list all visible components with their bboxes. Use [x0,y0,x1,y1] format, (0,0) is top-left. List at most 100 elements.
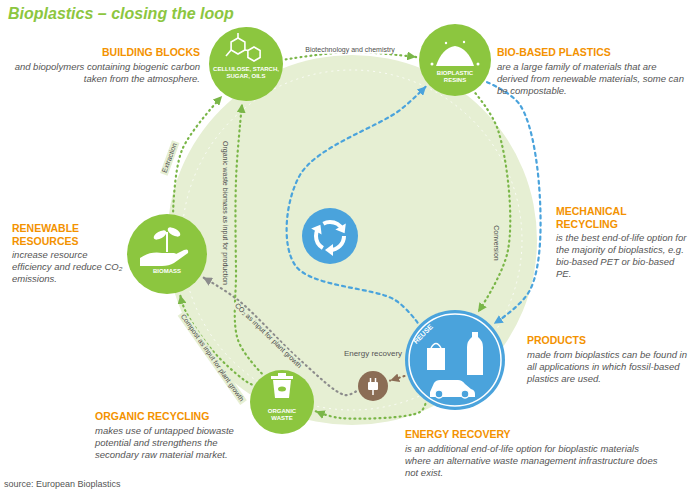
bin-icon [273,380,291,398]
hand-sprout-icon [140,225,188,266]
products-icon [435,390,443,398]
circle-label: ORGANIC WASTE [258,408,306,422]
description: makes use of untapped biowaste potential… [95,425,245,461]
resin-pile-icon [436,46,474,66]
flow-arrow [203,277,356,395]
circle-label: BIOPLASTIC RESINS [425,70,485,84]
bin-icon [271,376,293,379]
flow-arrow [286,52,416,59]
arrow-label: Extraction [160,140,180,176]
circle-shape [419,24,491,96]
loop-disc [167,55,537,425]
circle-shape [209,27,283,101]
molecule-icon [226,50,231,56]
description: is the best end-of-life option for the m… [556,232,688,280]
heading: ENERGY RECOVERY [405,428,667,441]
heading: MECHANICAL RECYCLING [556,205,666,230]
arrow-label: Biotechnology and chemistry [303,46,397,54]
heading: BUILDING BLOCKS [10,46,200,59]
circle-fill [358,371,388,401]
resin-pile-icon [477,63,480,66]
products-icon [461,390,469,398]
products-icon [430,380,475,397]
products-icon [431,344,441,349]
molecule-icon [231,38,245,54]
resin-pile-icon [445,42,447,44]
building-blocks-circle: CELLULOSE, STARCH, SUGAR, OILSBUILDING B… [209,27,283,101]
arrow-label: Conversion [492,223,500,262]
molecule-icon [248,47,260,61]
bin-icon [278,387,286,392]
circle-fill [419,24,491,96]
resins-circle: BIOPLASTIC RESINSBIO-BASED PLASTICSare a… [419,24,491,96]
description: are a large family of materials that are… [497,61,689,97]
circle-shape [127,214,207,294]
circle-shape [358,371,388,401]
recycle-symbol [316,222,344,250]
loop-ring [182,70,522,410]
circle-shape [405,310,505,410]
recycle-symbol [311,222,346,256]
recycle-circle [302,208,358,264]
flow-arrow [180,295,252,385]
circle-fill [250,370,314,434]
hand-sprout-icon [140,249,188,266]
bin-icon [271,373,293,398]
circle-fill [209,27,283,101]
heading: RENEWABLE RESOURCES [12,222,122,247]
hand-sprout-icon [152,228,168,241]
description: is an additional end-of-life option for … [405,443,667,479]
resin-pile-icon [431,41,480,66]
description: and biopolymers containing biogenic carb… [10,61,200,85]
heading: PRODUCTS [527,334,687,347]
arrow-label: Compost as input for plant growth [177,311,246,405]
title: Bioplastics – closing the loop [8,5,234,23]
circle-shape [250,370,314,434]
flow-arrow [287,86,427,322]
source-note: source: European Bioplastics [4,479,121,489]
molecule-icon [245,49,248,51]
products-icon [427,332,483,398]
flow-arrow [475,93,510,312]
bin-icon [278,373,286,376]
resin-pile-icon [463,41,465,43]
plug-icon [370,378,372,382]
arrow-label: CO₂ as input for plant growth [231,300,304,371]
circle-caption: Energy recovery [343,349,403,358]
arrow-label: Organic waste biomass as input for produ… [221,139,229,287]
flow-arrow [235,104,262,374]
flow-arrow [390,376,404,381]
plug-icon [368,382,378,390]
heading: ORGANIC RECYCLING [95,410,245,423]
flow-arrow [316,404,426,419]
resin-pile-icon [431,63,434,66]
plug-icon [375,378,377,382]
recycle-symbol [311,225,321,235]
heading: BIO-BASED PLASTICS [497,46,689,59]
circle-fill [405,310,505,410]
recycle-symbol [335,223,345,233]
molecule-icon [226,33,260,61]
reuse-label: REUSE [412,323,434,345]
plug-icon [372,390,374,395]
energy-recovery-circle: Energy recoveryENERGY RECOVERYis an addi… [358,371,388,401]
plug-icon [368,378,378,395]
circle-ring [409,314,501,406]
flow-arrow [487,82,541,324]
products-circle: PRODUCTSmade from bioplastics can be fou… [405,310,505,410]
description: increase resource efficiency and reduce … [12,249,124,285]
hand-sprout-icon [166,225,182,238]
organic-waste-circle: ORGANIC WASTEORGANIC RECYCLINGmakes use … [250,370,314,434]
circle-label: BIOMASS [137,268,197,275]
flow-arrow [173,96,222,211]
products-icon [427,348,445,370]
circle-label: CELLULOSE, STARCH, SUGAR, OILS [211,66,281,80]
molecule-icon [237,33,239,38]
description: made from bioplastics can be found in al… [527,349,687,385]
recycle-symbol [325,244,333,256]
hand-sprout-icon [166,232,168,252]
products-icon [467,332,483,375]
